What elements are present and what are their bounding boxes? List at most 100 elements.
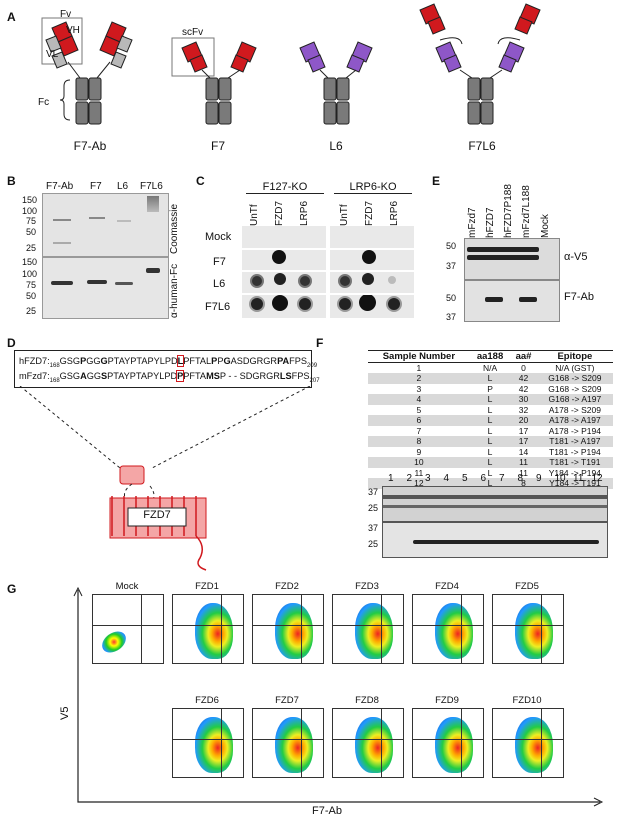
density-blob — [275, 603, 313, 659]
flow-plot — [492, 594, 564, 664]
f7l6-schematic — [419, 3, 541, 125]
table-cell: T181 -> P194 — [549, 446, 601, 457]
f-lane-label: 8 — [517, 473, 524, 484]
e-blot-f7ab — [464, 280, 560, 322]
b-tick-bot-100: 100 — [22, 269, 38, 279]
table-cell: N/A — [482, 362, 498, 373]
flow-panel-title: FZD2 — [275, 581, 299, 592]
scfv-label: scFv — [182, 27, 204, 38]
table-cell: 14 — [518, 446, 529, 457]
table-cell: A178 -> S209 — [548, 404, 601, 415]
fv-label: Fv — [60, 9, 72, 20]
coomassie-label: Coomassie — [169, 203, 180, 254]
density-blob — [98, 627, 130, 657]
table-cell: Y184 -> P194 — [548, 467, 601, 478]
col-sample-number: Sample Number — [368, 350, 470, 363]
c-col-lrp6-1: LRP6 — [299, 200, 310, 226]
panel-label-g: G — [7, 582, 17, 596]
table-cell: 30 — [510, 394, 537, 405]
e-lane-3: hFZD7P188 — [503, 184, 514, 238]
flow-panel-title: FZD4 — [435, 581, 459, 592]
fc-label: Fc — [38, 97, 50, 108]
vl-label: VL — [46, 49, 59, 60]
flow-panel-title: FZD10 — [512, 695, 542, 706]
flow-plot — [172, 708, 244, 778]
flow-plot — [492, 708, 564, 778]
table-cell: 11 — [519, 467, 528, 478]
flow-panel-title: Mock — [115, 581, 139, 592]
table-cell: 11 — [414, 467, 424, 478]
f-lane-label: 9 — [536, 473, 542, 484]
b-tick-bot-75: 75 — [26, 280, 37, 290]
flow-plot — [332, 594, 404, 664]
f-tick-top-25: 25 — [368, 503, 379, 513]
density-blob — [515, 603, 553, 659]
e-tick-top-50: 50 — [446, 241, 457, 251]
table-cell: 8 — [510, 478, 537, 489]
b-tick-bot-50: 50 — [26, 291, 37, 301]
table-cell: 20 — [510, 415, 537, 426]
col-epitope: Epitope — [536, 350, 613, 363]
f-lane-label: 4 — [443, 473, 450, 484]
panel-label-d: D — [7, 336, 16, 350]
flow-axes — [73, 586, 604, 807]
table-cell: 8 — [368, 436, 470, 447]
group-f127-ko: F127-KO — [246, 182, 324, 194]
f-lane-label: 1 — [388, 473, 394, 484]
dotblot-f127 — [242, 226, 326, 318]
f7-ab-schematic — [41, 17, 133, 125]
c-col-untf-1: UnTf — [249, 204, 260, 226]
table-cell: L — [469, 436, 511, 447]
c-row-f7l6: F7L6 — [205, 301, 231, 313]
lane-label-b-2: F7 — [90, 181, 102, 192]
f-blot-bottom — [382, 522, 608, 558]
e-tick-bot-37: 37 — [446, 312, 457, 322]
f-tick-top-37: 37 — [368, 487, 379, 497]
fzd7-receptor-diagram — [19, 386, 311, 571]
b-tick-top-25: 25 — [26, 243, 37, 253]
table-cell: 12 — [368, 478, 470, 489]
dotblot-lrp6 — [330, 226, 414, 318]
table-cell: T181 -> T191 — [536, 457, 613, 468]
antibody-schematics — [41, 3, 541, 125]
flow-plot — [252, 708, 324, 778]
panel-label-a: A — [7, 10, 16, 24]
flow-plot — [332, 708, 404, 778]
construct-label-l6: L6 — [329, 139, 343, 153]
b-tick-bot-25: 25 — [26, 306, 37, 316]
panel-label-f: F — [316, 336, 324, 350]
density-blob — [355, 603, 393, 659]
f-lane-label: 6 — [480, 473, 487, 484]
density-blob — [515, 717, 553, 773]
c-col-lrp6-2: LRP6 — [389, 200, 400, 226]
b-tick-top-75: 75 — [26, 216, 37, 226]
table-cell: G168 -> S209 — [536, 373, 613, 384]
lane-label-b-3: L6 — [117, 181, 129, 192]
flow-plot — [172, 594, 244, 664]
table-cell: 42 — [510, 373, 537, 384]
density-blob — [435, 603, 473, 659]
f-lane-label: 11 — [573, 473, 584, 484]
flow-panel-title: FZD6 — [195, 695, 219, 706]
table-cell: A178 -> A197 — [536, 415, 613, 426]
table-cell: 32 — [518, 404, 529, 415]
e-lane-1: mFzd7 — [467, 207, 478, 238]
c-col-untf-2: UnTf — [339, 204, 350, 226]
e-tick-top-37: 37 — [446, 261, 457, 271]
e-blot-v5 — [464, 238, 560, 280]
construct-label-f7-ab: F7-Ab — [73, 139, 107, 153]
f-lane-label: 7 — [499, 473, 505, 484]
flow-plot — [412, 594, 484, 664]
col-aa188: aa188 — [469, 350, 511, 363]
col-aa-count: aa# — [510, 350, 537, 363]
f-tick-bot-25: 25 — [368, 539, 379, 549]
x-axis-label: F7-Ab — [312, 805, 342, 817]
